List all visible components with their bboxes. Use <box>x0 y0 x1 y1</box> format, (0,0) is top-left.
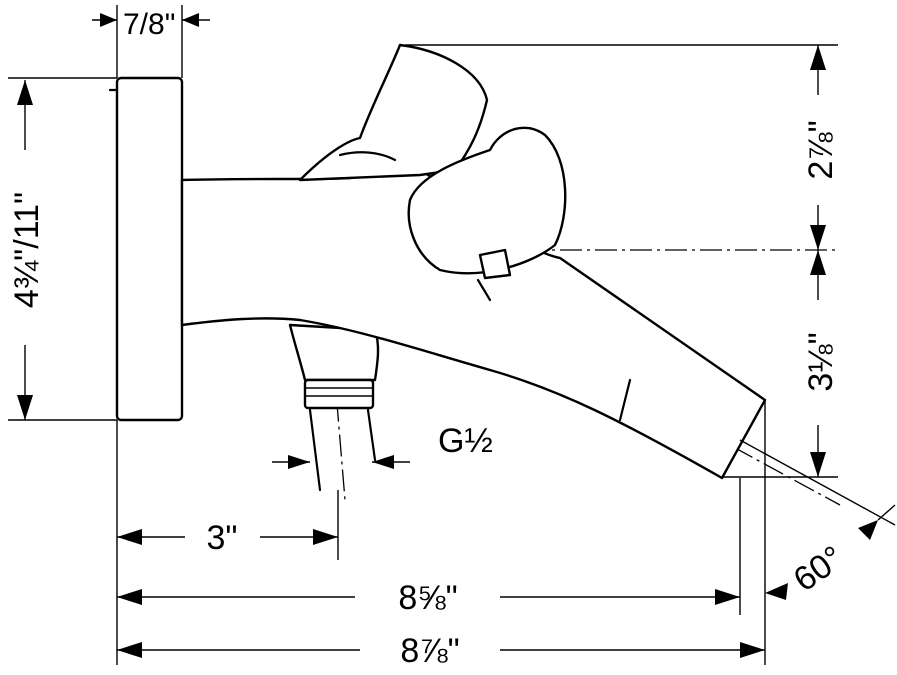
extension-lines <box>8 5 896 665</box>
total-length-label: 8⅞" <box>400 632 459 670</box>
spout-length-label: 8⅝" <box>398 579 457 617</box>
spout-angle-label: 60° <box>787 539 851 600</box>
wall-plate-depth-label: 7/8" <box>123 8 175 41</box>
wall-plate <box>108 76 184 422</box>
upper-handle <box>298 43 489 182</box>
outlet-offset-label: 3" <box>207 519 238 557</box>
outlet-connector <box>288 323 380 492</box>
front-knob <box>407 126 567 302</box>
height-label: 4¾"/11" <box>8 192 46 308</box>
lower-height-label: 3⅛" <box>802 332 840 391</box>
upper-height-label: 2⅞" <box>802 120 840 179</box>
dimension-lines <box>17 13 896 658</box>
thread-label: G½ <box>438 422 493 460</box>
